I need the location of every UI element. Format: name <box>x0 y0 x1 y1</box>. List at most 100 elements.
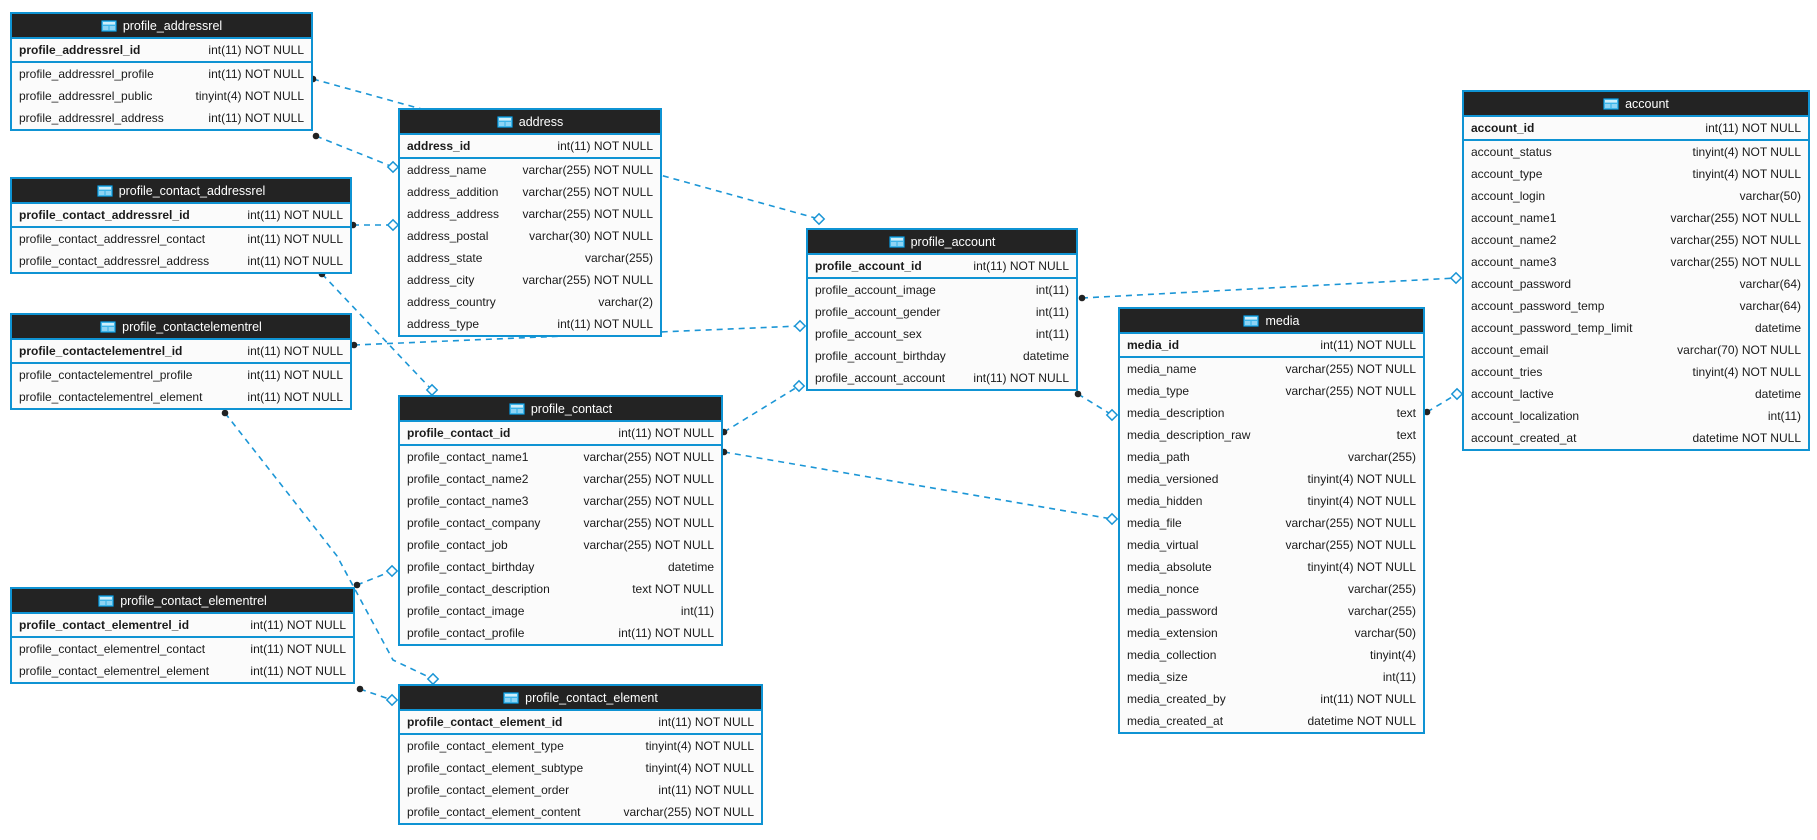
relation-line[interactable] <box>1426 393 1458 413</box>
relation-line[interactable] <box>1081 277 1457 299</box>
relation-line[interactable] <box>224 412 434 680</box>
relation-profile_addressrel-to-address[interactable] <box>312 132 400 174</box>
relation-line[interactable] <box>723 451 1113 520</box>
relation-profile_contact_addressrel-to-address[interactable] <box>349 218 400 232</box>
table-header-media[interactable]: media <box>1120 309 1423 334</box>
table-header-profile_contact[interactable]: profile_contact <box>400 397 721 422</box>
relation-line[interactable] <box>1077 393 1113 416</box>
relation-line[interactable] <box>356 570 393 586</box>
table-header-profile_contact_addressrel[interactable]: profile_contact_addressrel <box>12 179 350 204</box>
relation-line[interactable] <box>321 273 433 391</box>
table-header-address[interactable]: address <box>400 110 660 135</box>
table-header-profile_contact_elementrel[interactable]: profile_contact_elementrel <box>12 589 353 614</box>
relation-profile_contact_elementrel-to-profile_contact[interactable] <box>353 564 399 589</box>
table-header-account[interactable]: account <box>1464 92 1808 117</box>
relation-profile_contact-to-media[interactable] <box>720 448 1119 526</box>
table-header-profile_account[interactable]: profile_account <box>808 230 1076 255</box>
relation-line[interactable] <box>315 135 394 168</box>
table-header-profile_addressrel[interactable]: profile_addressrel <box>12 14 311 39</box>
relation-profile_account-to-media[interactable] <box>1074 390 1119 422</box>
table-header-profile_contact_element[interactable]: profile_contact_element <box>400 686 761 711</box>
relation-profile_contactelementrel-to-profile_contact_element[interactable] <box>221 409 440 686</box>
relation-profile_contact-to-profile_account[interactable] <box>720 379 806 436</box>
relation-line[interactable] <box>723 385 800 433</box>
table-profile_contactelementrel[interactable]: profile_contactelementrel profile_contact… <box>10 313 352 410</box>
table-header-profile_contactelementrel[interactable]: profile_contactelementrel <box>12 315 350 340</box>
